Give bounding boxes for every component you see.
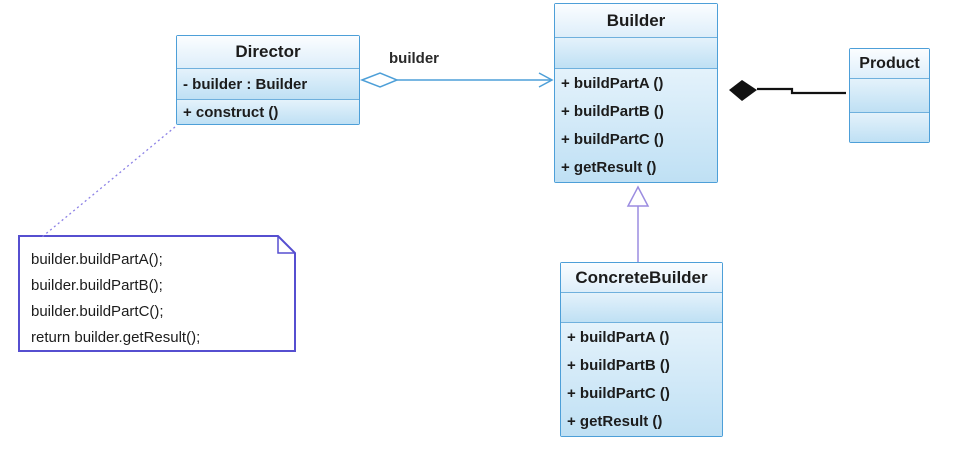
method-item: + buildPartB (): [561, 102, 664, 120]
product-attributes-compartment: [850, 79, 929, 113]
association-line: [757, 87, 846, 95]
method-item: + getResult (): [567, 413, 663, 431]
code-note: builder.buildPartA(); builder.buildPartB…: [31, 247, 289, 351]
class-title-builder: Builder: [555, 4, 717, 38]
concrete-builder-methods-compartment: + buildPartA () + buildPartB () + buildP…: [561, 323, 722, 436]
note-shape: [18, 235, 296, 352]
class-box-concrete-builder: ConcreteBuilder + buildPartA () + buildP…: [560, 262, 723, 437]
method-item: + getResult (): [561, 159, 657, 177]
class-box-builder: Builder + buildPartA () + buildPartB () …: [554, 3, 718, 183]
method-item: + buildPartC (): [567, 385, 670, 403]
director-methods-compartment: + construct (): [177, 100, 359, 124]
builder-methods-compartment: + buildPartA () + buildPartB () + buildP…: [555, 69, 717, 182]
product-methods-compartment: [850, 113, 929, 142]
aggregation-arrowhead-icon: [538, 72, 554, 88]
class-title-director: Director: [177, 36, 359, 69]
method-item: + buildPartA (): [567, 328, 670, 346]
class-title-product: Product: [850, 49, 929, 79]
method-item: + construct (): [183, 103, 279, 121]
association-arrowhead-icon: [729, 80, 757, 101]
class-title-concrete-builder: ConcreteBuilder: [561, 263, 722, 293]
note-link-dashed-line: [41, 126, 176, 238]
method-item: + buildPartA (): [561, 74, 664, 92]
concrete-builder-attributes-compartment: [561, 293, 722, 323]
aggregation-diamond-icon: [359, 72, 399, 88]
method-item: + buildPartC (): [561, 131, 664, 149]
class-box-director: Director - builder : Builder + construct…: [176, 35, 360, 125]
note-line: builder.buildPartC();: [31, 303, 164, 320]
builder-attributes-compartment: [555, 38, 717, 69]
class-box-product: Product: [849, 48, 930, 143]
method-item: + buildPartB (): [567, 356, 670, 374]
note-line: builder.buildPartB();: [31, 277, 163, 294]
note-line: return builder.getResult();: [31, 329, 201, 346]
attribute-item: - builder : Builder: [183, 75, 308, 93]
inheritance-triangle-icon: [626, 185, 650, 207]
director-attributes-compartment: - builder : Builder: [177, 69, 359, 100]
aggregation-role-label: builder: [389, 50, 440, 67]
note-fold-icon: [277, 236, 295, 254]
note-line: builder.buildPartA();: [31, 251, 163, 268]
